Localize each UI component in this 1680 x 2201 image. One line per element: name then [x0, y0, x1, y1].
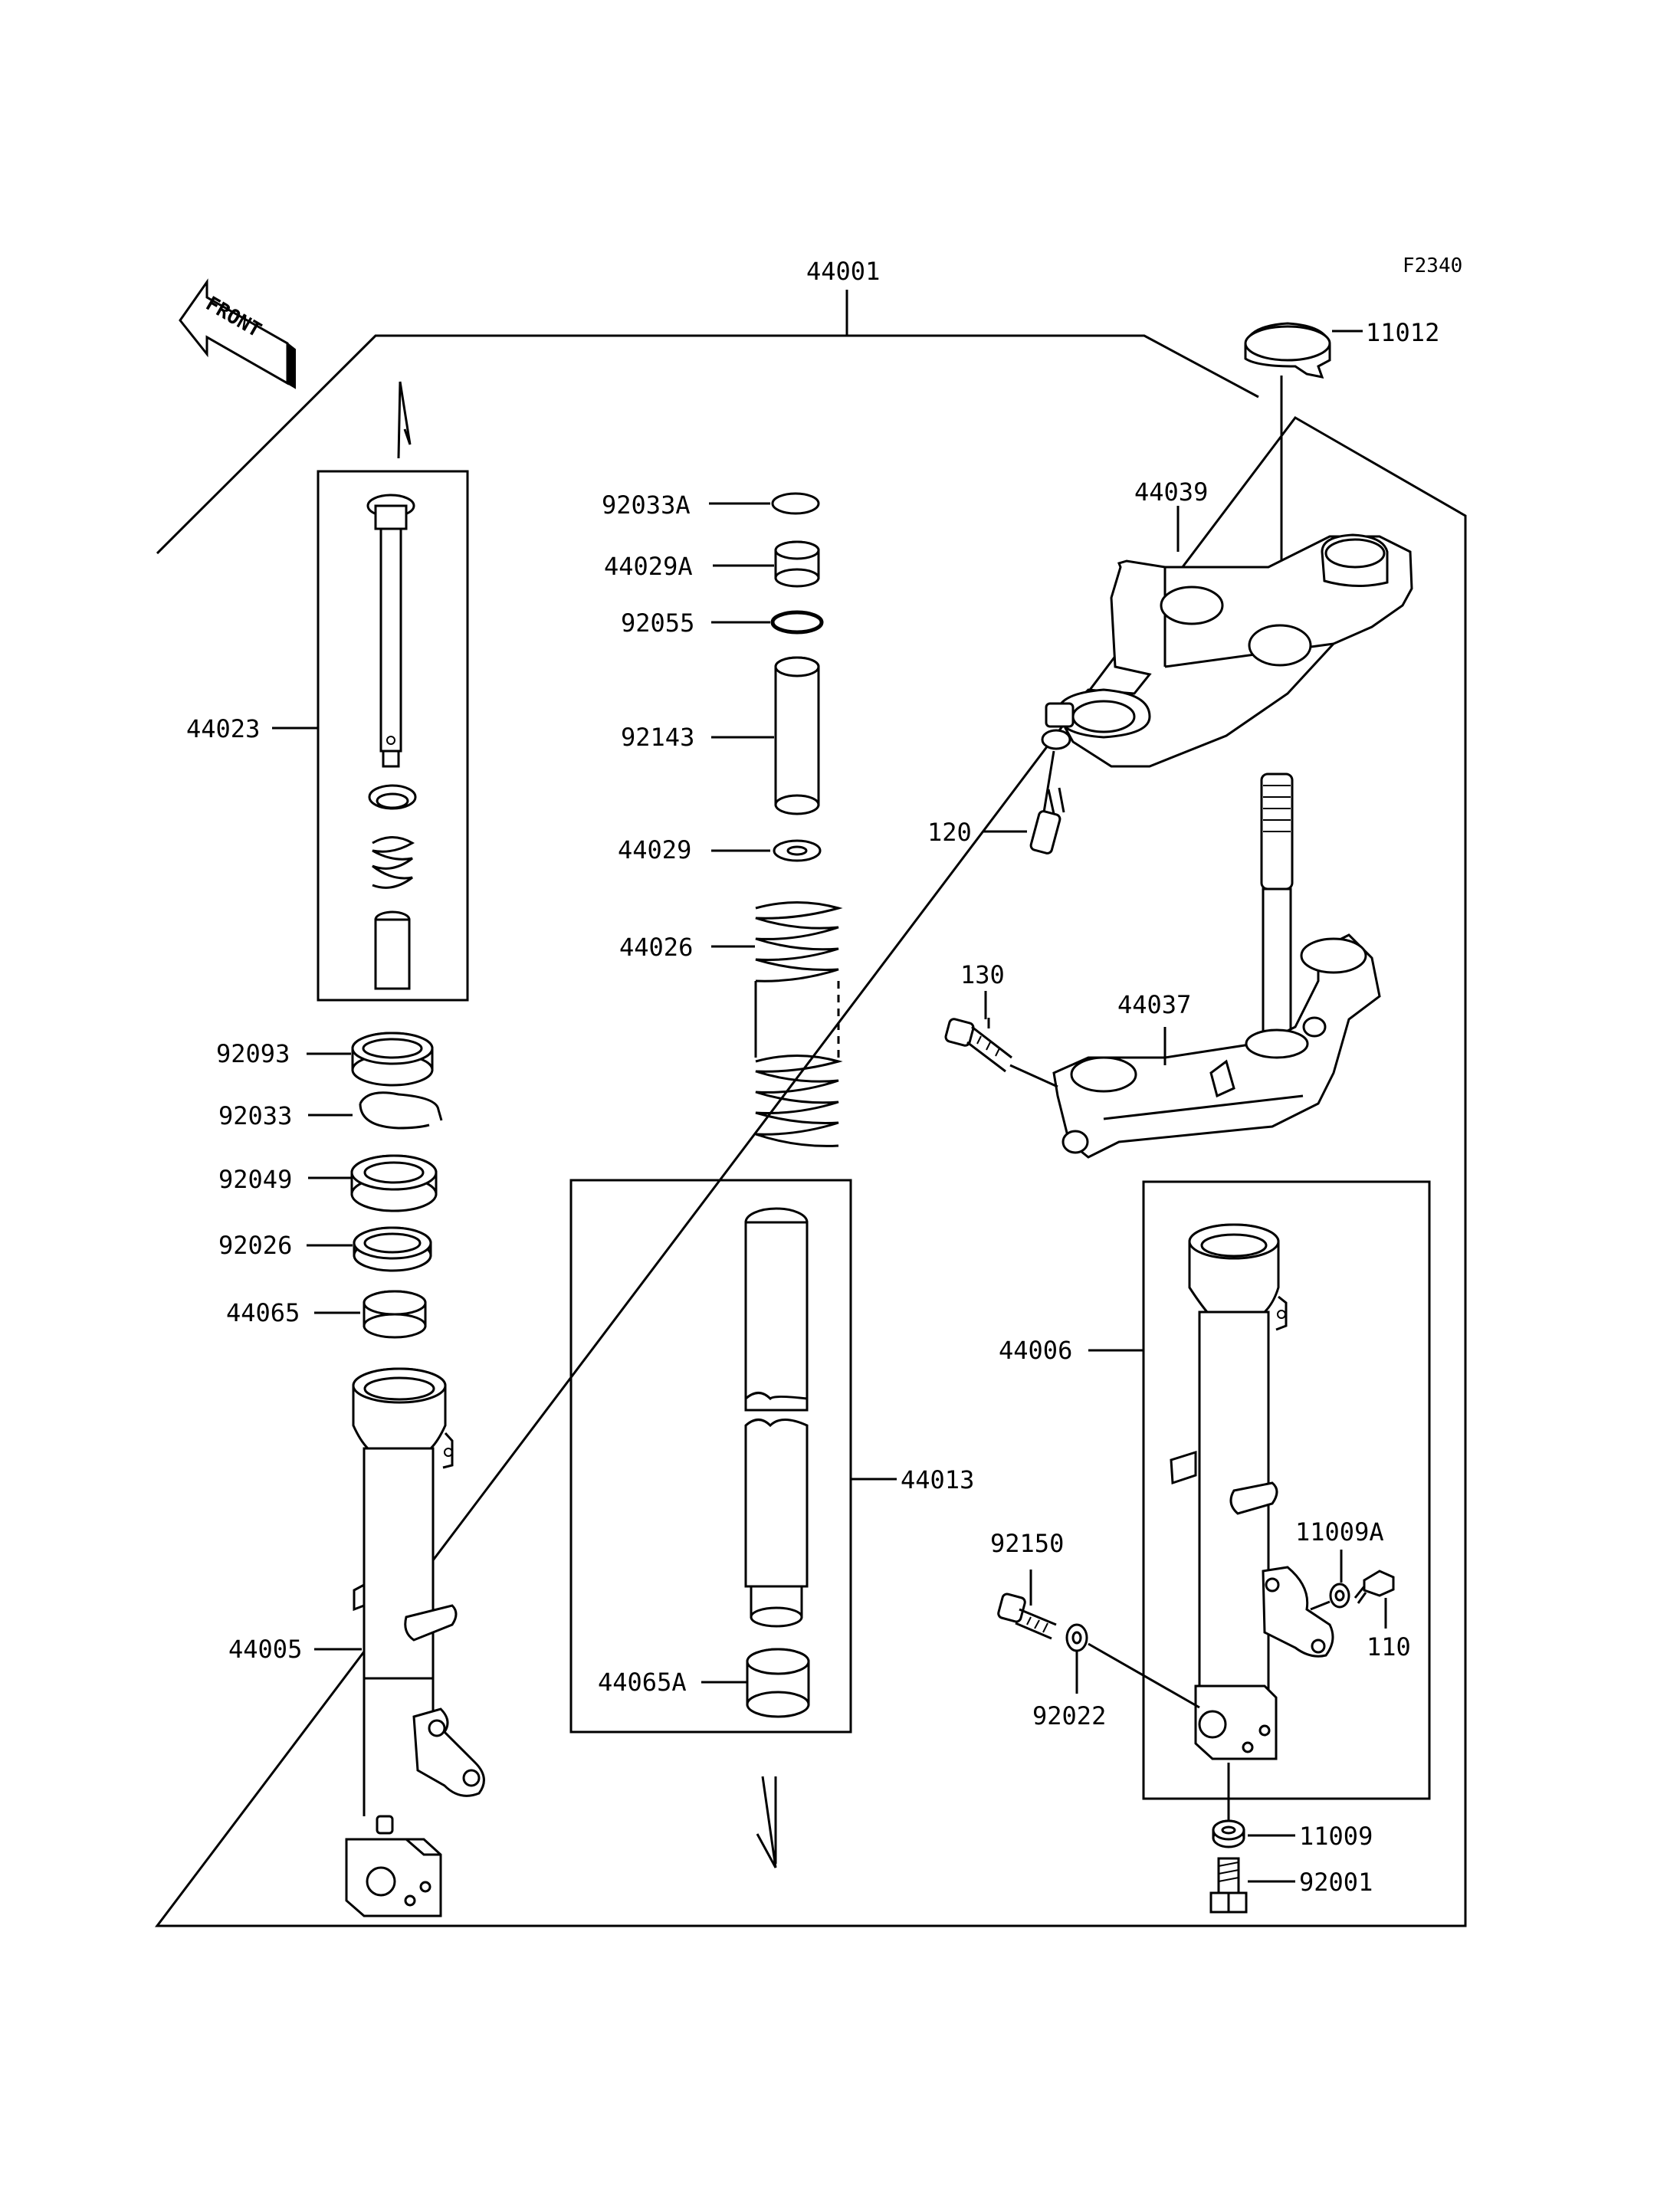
- label-44065: 44065: [226, 1298, 300, 1327]
- circlip-92033: [359, 1091, 443, 1130]
- label-11009A: 11009A: [1295, 1517, 1384, 1547]
- bolt-130: [944, 1018, 1012, 1073]
- label-92001: 92001: [1299, 1868, 1373, 1897]
- bushing-44065: [363, 1290, 427, 1339]
- label-44001: 44001: [806, 257, 880, 286]
- group-box-44013: [569, 1179, 852, 1734]
- label-11009: 11009: [1299, 1822, 1373, 1851]
- label-44023: 44023: [186, 714, 260, 743]
- bushing-44065A: [746, 1648, 810, 1718]
- cap-11012: [1244, 322, 1331, 379]
- label-44005: 44005: [228, 1635, 302, 1664]
- label-44029: 44029: [618, 835, 691, 864]
- label-92026: 92026: [218, 1231, 292, 1260]
- figure-code: F2340: [1403, 254, 1462, 277]
- collar-44029A: [774, 540, 820, 588]
- upper-bracket-44039: [1041, 533, 1413, 768]
- label-11012: 11012: [1366, 318, 1439, 347]
- label-92049: 92049: [218, 1165, 292, 1194]
- group-box-44023: [317, 470, 469, 1002]
- label-44039: 44039: [1134, 477, 1208, 507]
- label-44037: 44037: [1117, 990, 1191, 1019]
- bolt-92150: [997, 1593, 1057, 1640]
- label-130: 130: [960, 960, 1005, 989]
- label-92143: 92143: [621, 723, 694, 752]
- inner-tube-44013: [744, 1207, 809, 1628]
- label-44029A: 44029A: [604, 552, 693, 581]
- washer-92026: [353, 1226, 432, 1272]
- dust-seal-92093: [351, 1032, 434, 1087]
- label-110: 110: [1367, 1632, 1411, 1661]
- label-44006: 44006: [999, 1336, 1072, 1365]
- washer-11009A: [1329, 1583, 1350, 1609]
- spacer-tube-92143: [774, 656, 820, 815]
- label-120: 120: [927, 818, 972, 847]
- label-92055: 92055: [621, 608, 694, 638]
- label-44026: 44026: [619, 933, 693, 962]
- label-44013: 44013: [901, 1465, 974, 1494]
- circlip-92033A: [771, 492, 820, 515]
- label-44065A: 44065A: [598, 1668, 687, 1697]
- damper-rod-44023: [366, 494, 417, 990]
- washer-11009: [1212, 1819, 1245, 1848]
- oil-seal-92049: [350, 1154, 438, 1212]
- washer-44029: [773, 839, 822, 862]
- label-92093: 92093: [216, 1039, 290, 1068]
- group-box-44006: [1142, 1180, 1431, 1800]
- spring-44026: [754, 901, 843, 1147]
- screw-110: [1354, 1570, 1395, 1604]
- front-arrow-icon: FRONT: [179, 278, 296, 389]
- label-92150: 92150: [990, 1529, 1064, 1558]
- outer-tube-44005: [345, 1367, 485, 1917]
- bolt-92001: [1209, 1857, 1248, 1914]
- bolt-120: [1029, 787, 1065, 854]
- label-92022: 92022: [1032, 1701, 1106, 1730]
- assembly-outline: [154, 334, 1467, 1927]
- o-ring-92055: [770, 610, 824, 635]
- outer-tube-44006: [1170, 1223, 1334, 1760]
- washer-92022: [1065, 1623, 1088, 1652]
- label-92033: 92033: [218, 1101, 292, 1130]
- stem-bracket-44037: [1052, 772, 1381, 1159]
- label-92033A: 92033A: [602, 490, 691, 520]
